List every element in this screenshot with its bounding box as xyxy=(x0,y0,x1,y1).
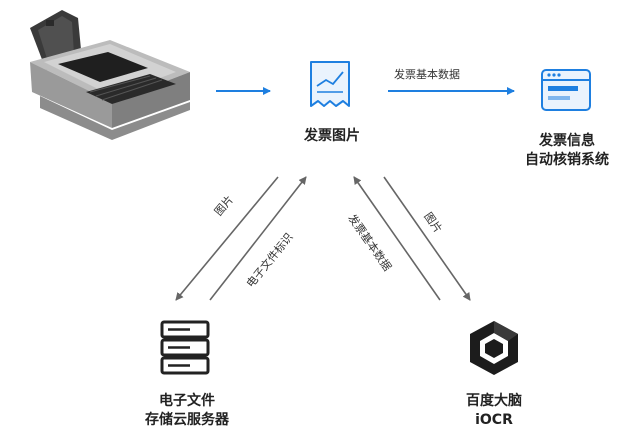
verification-system-label: 发票信息 自动核销系统 xyxy=(508,132,626,170)
iocr-label-line2: iOCR xyxy=(475,412,513,428)
arrow-server-to-image xyxy=(209,176,307,301)
verification-system-label-line2: 自动核销系统 xyxy=(525,152,609,168)
cloud-server-label: 电子文件 存储云服务器 xyxy=(128,392,246,430)
document-scanner-icon xyxy=(30,10,190,140)
arrow-image-to-iocr xyxy=(383,176,471,301)
iocr-cube-logo-icon xyxy=(470,321,518,375)
edge-label-image-to-system: 发票基本数据 xyxy=(394,68,460,81)
invoice-image-label: 发票图片 xyxy=(304,128,360,144)
cloud-server-label-line2: 存储云服务器 xyxy=(145,412,229,428)
server-stack-icon xyxy=(160,320,210,375)
cloud-server-label-line1: 电子文件 xyxy=(159,393,215,409)
arrow-iocr-to-image xyxy=(353,176,441,301)
verification-system-label-line1: 发票信息 xyxy=(539,133,595,149)
browser-window-icon xyxy=(541,69,591,111)
arrow-image-to-server xyxy=(175,176,279,301)
iocr-label: 百度大脑 iOCR xyxy=(446,392,542,430)
invoice-receipt-icon xyxy=(310,61,350,107)
iocr-label-line1: 百度大脑 xyxy=(466,393,522,409)
